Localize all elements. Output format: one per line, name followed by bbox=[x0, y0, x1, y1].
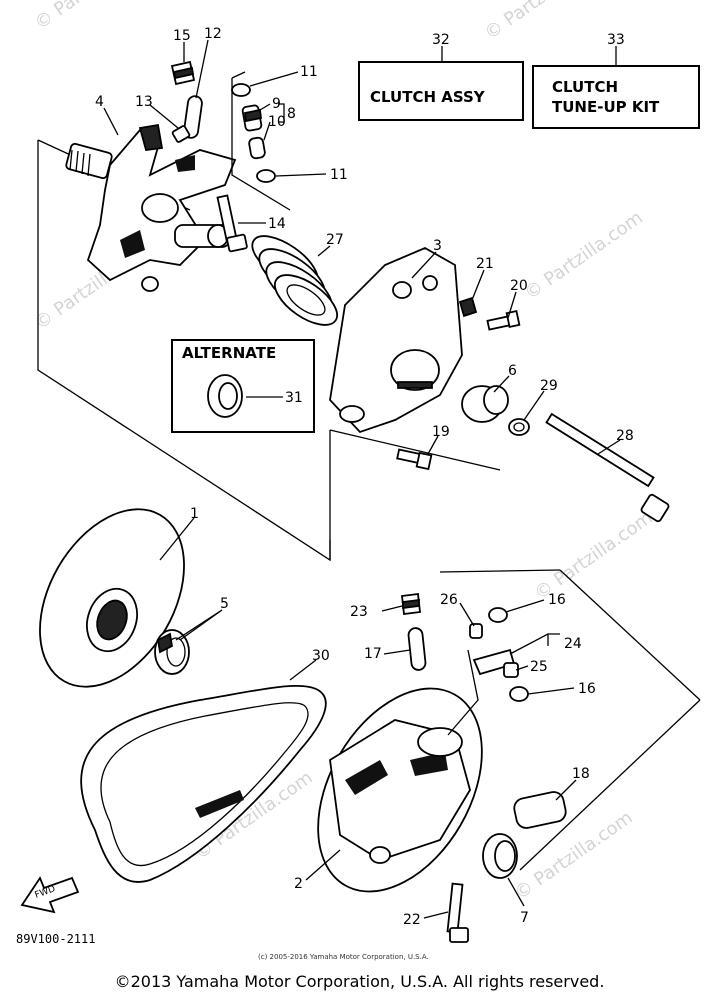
callout-32: 32 bbox=[432, 32, 450, 48]
callout-29: 29 bbox=[540, 378, 558, 394]
part-2-sheave-body bbox=[317, 687, 483, 893]
sheave-hardware bbox=[401, 592, 529, 736]
callout-8: 8 bbox=[287, 106, 296, 122]
parts-9-11 bbox=[231, 71, 291, 211]
callout-5: 5 bbox=[220, 596, 229, 612]
callout-19: 19 bbox=[432, 424, 450, 440]
clutch-tuneup-label-1: CLUTCH bbox=[552, 78, 618, 96]
callout-7: 7 bbox=[520, 910, 529, 926]
part-14-bolt bbox=[216, 194, 248, 253]
callout-25: 25 bbox=[530, 659, 548, 675]
callout-1: 1 bbox=[190, 506, 199, 522]
watermark: © Partzilla.com bbox=[531, 507, 657, 604]
callout-numbers: 15 12 13 4 11 9 10 8 11 14 27 3 21 20 6 … bbox=[95, 26, 634, 928]
callout-21: 21 bbox=[476, 256, 494, 272]
callout-24: 24 bbox=[564, 636, 582, 652]
callout-22: 22 bbox=[403, 912, 421, 928]
part-30-belt bbox=[80, 685, 327, 883]
callout-10: 10 bbox=[268, 114, 286, 130]
callout-4: 4 bbox=[95, 94, 104, 110]
leader-lines bbox=[103, 39, 621, 919]
callout-31: 31 bbox=[285, 390, 303, 406]
callout-11-bottom: 11 bbox=[330, 167, 348, 183]
part-5-bushing bbox=[154, 629, 190, 675]
watermark: © Partzilla.com bbox=[31, 0, 157, 34]
callout-18: 18 bbox=[572, 766, 590, 782]
watermark: © Partzilla.com bbox=[521, 207, 647, 304]
alternate-label: ALTERNATE bbox=[182, 344, 276, 362]
part-22-bolt bbox=[446, 882, 469, 943]
part-4-hub bbox=[65, 123, 237, 292]
callout-23: 23 bbox=[350, 604, 368, 620]
watermark: © Partzilla.com bbox=[481, 0, 607, 44]
cover-hardware bbox=[396, 296, 670, 523]
callout-12: 12 bbox=[204, 26, 222, 42]
callout-2: 2 bbox=[294, 876, 303, 892]
copyright-notice: ©2013 Yamaha Motor Corporation, U.S.A. A… bbox=[114, 972, 605, 991]
callout-17: 17 bbox=[364, 646, 382, 662]
small-credit-line: (c) 2005-2016 Yamaha Motor Corporation, … bbox=[258, 953, 429, 961]
alternate-box: ALTERNATE bbox=[171, 339, 315, 433]
parts-12-15 bbox=[170, 60, 203, 143]
callout-30: 30 bbox=[312, 648, 330, 664]
callout-27: 27 bbox=[326, 232, 344, 248]
clutch-assy-box: CLUTCH ASSY bbox=[358, 61, 524, 121]
callout-16-bottom: 16 bbox=[578, 681, 596, 697]
callout-6: 6 bbox=[508, 363, 517, 379]
part-1-sheave bbox=[39, 508, 185, 688]
clutch-tuneup-label-2: TUNE-UP KIT bbox=[552, 98, 660, 116]
parts-18-7 bbox=[482, 791, 567, 879]
callout-33: 33 bbox=[607, 32, 625, 48]
fwd-arrow: FWD bbox=[20, 876, 80, 914]
callout-9: 9 bbox=[272, 96, 281, 112]
part-27-spring bbox=[251, 235, 338, 326]
callout-3: 3 bbox=[433, 238, 442, 254]
clutch-tuneup-box: CLUTCH TUNE-UP KIT bbox=[532, 65, 700, 129]
callout-28: 28 bbox=[616, 428, 634, 444]
part-3-cover bbox=[329, 246, 463, 434]
callout-14: 14 bbox=[268, 216, 286, 232]
callout-11-top: 11 bbox=[300, 64, 318, 80]
callout-16-top: 16 bbox=[548, 592, 566, 608]
document-number: 89V100-2111 bbox=[16, 932, 96, 946]
clutch-assy-label: CLUTCH ASSY bbox=[370, 88, 486, 106]
callout-13: 13 bbox=[135, 94, 153, 110]
callout-20: 20 bbox=[510, 278, 528, 294]
callout-15: 15 bbox=[173, 28, 191, 44]
callout-26: 26 bbox=[440, 592, 458, 608]
